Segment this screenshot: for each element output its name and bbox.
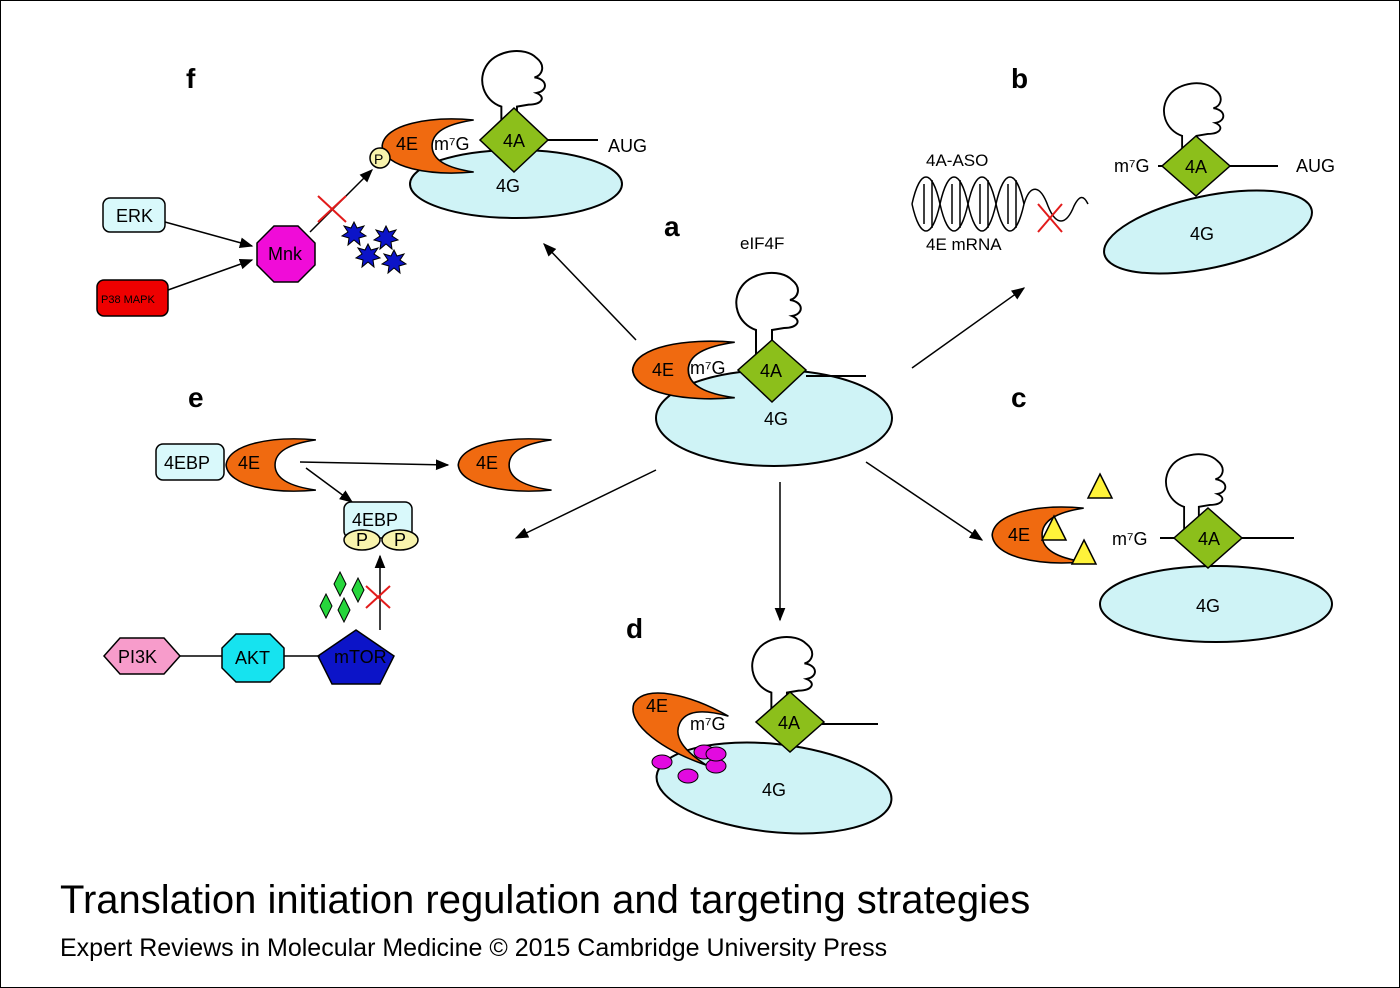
cap-label: m⁷G: [690, 714, 726, 734]
panel-f: f 4G 4E m⁷G AUG 4A P ERK P38 MAPK Mnk: [96, 50, 647, 317]
eif4g-label: 4G: [1196, 596, 1220, 616]
eif4e-label: 4E: [238, 453, 260, 473]
pi3k-label: PI3K: [118, 647, 157, 667]
eif4e-label: 4E: [646, 696, 668, 716]
mnk-label: Mnk: [268, 244, 303, 264]
interaction-inhibitor-dots: [651, 744, 727, 784]
arrow-to-c: [865, 461, 984, 541]
4ebp-label: 4EBP: [352, 510, 398, 530]
4ebp-box: [155, 443, 225, 481]
phospho-circle: [381, 529, 419, 551]
figure-credit: Expert Reviews in Molecular Medicine © 2…: [60, 934, 888, 962]
mnk-inhibitor-stars: [340, 220, 408, 275]
eif4g-label: 4G: [764, 409, 788, 429]
eif4e-inhibitor-triangles: [1040, 472, 1114, 565]
phospho-label: P: [374, 151, 383, 167]
phospho-label: P: [394, 530, 406, 550]
cap-label: m⁷G: [690, 358, 726, 378]
mtor-label: mTOR: [334, 647, 387, 667]
figure-title: Translation initiation regulation and ta…: [60, 878, 1031, 922]
eif4e-free-crescent: [457, 438, 553, 492]
eif4a-label: 4A: [1185, 157, 1207, 177]
eif4a-label: 4A: [1198, 529, 1220, 549]
eif4a-label: 4A: [778, 713, 800, 733]
panel-label-d: d: [626, 613, 643, 644]
eif4a-label: 4A: [503, 131, 525, 151]
eif4a-label: 4A: [760, 361, 782, 381]
panel-label-e: e: [188, 382, 204, 413]
eif4a-diamond: [736, 338, 808, 404]
block-cross: [1037, 203, 1063, 233]
mrna-label: 4E mRNA: [926, 235, 1002, 254]
eif4g-label: 4G: [496, 176, 520, 196]
center-arrows: [514, 243, 1026, 622]
eif4e-label: 4E: [396, 134, 418, 154]
eif4g-ellipse: [1099, 565, 1333, 643]
panel-label-c: c: [1011, 382, 1027, 413]
eif4e-label: 4E: [1008, 525, 1030, 545]
eif4e-crescent: [991, 506, 1085, 564]
eif4g-label: 4G: [762, 780, 786, 800]
akt-label: AKT: [235, 648, 270, 668]
eif4a-diamond: [1160, 134, 1232, 198]
cap-label: m⁷G: [1114, 156, 1150, 176]
block-cross: [365, 585, 391, 609]
eif4g-ellipse: [1103, 189, 1313, 275]
mtor-pentagon: [317, 629, 395, 685]
aug-label: AUG: [1296, 156, 1335, 176]
mtor-inhibitor-diamonds: [319, 570, 365, 624]
phospho-circle: [343, 529, 381, 551]
cap-label: m⁷G: [1112, 529, 1148, 549]
panel-a: a eIF4F 4G 4E m⁷G 4A: [631, 211, 893, 467]
mnk-octagon: [256, 225, 316, 283]
arrow-p38-mnk: [167, 259, 254, 291]
eif4a-diamond: [1172, 506, 1244, 570]
phospho-label: P: [356, 530, 368, 550]
4ebp-label: 4EBP: [164, 453, 210, 473]
panel-label-b: b: [1011, 63, 1028, 94]
panel-label-a: a: [664, 211, 680, 242]
arrow-to-e: [514, 469, 657, 539]
cap-label: m⁷G: [434, 134, 470, 154]
arrow-release-4e: [299, 459, 450, 471]
phospho-circle: [369, 147, 391, 169]
block-cross: [317, 195, 347, 223]
eif4a-diamond: [754, 690, 826, 754]
panel-label-f: f: [186, 63, 196, 94]
aug-label: AUG: [608, 136, 647, 156]
eif4f-label: eIF4F: [740, 234, 784, 253]
aso-duplex: [911, 176, 1089, 232]
akt-octagon: [221, 633, 285, 683]
panel-c: c 4G 4E m⁷G 4A: [991, 382, 1333, 643]
erk-label: ERK: [116, 206, 153, 226]
panel-e: e 4EBP 4E 4E 4EBP P P PI3K AKT mTOR: [102, 382, 553, 685]
eif4g-label: 4G: [1190, 224, 1214, 244]
arrow-to-b: [911, 287, 1026, 369]
panel-b: b 4A-ASO 4E mRNA 4G m⁷G AUG 4A: [911, 63, 1335, 275]
eif4e-label: 4E: [476, 453, 498, 473]
arrow-erk-mnk: [164, 221, 254, 248]
p38-label: P38 MAPK: [101, 294, 155, 306]
erk-box: [102, 197, 166, 233]
arrow-to-phospho-4ebp: [305, 467, 354, 503]
eif4a-diamond: [478, 106, 550, 174]
arrow-to-f: [543, 243, 637, 341]
p38-box: [96, 279, 169, 317]
eif4e-label: 4E: [652, 360, 674, 380]
aso-label: 4A-ASO: [926, 151, 988, 170]
panel-d: d 4G 4E m⁷G 4A: [621, 613, 893, 835]
